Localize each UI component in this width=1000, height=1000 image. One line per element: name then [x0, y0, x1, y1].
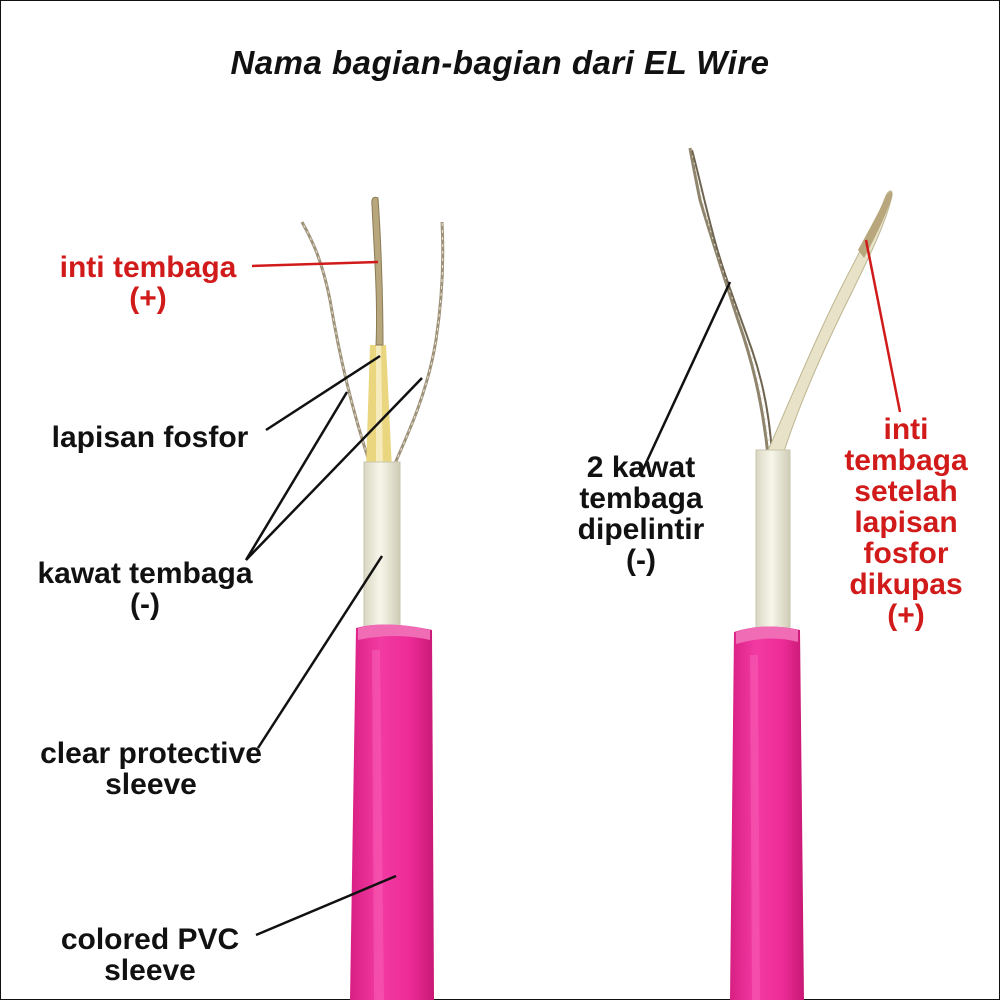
leader-lines [244, 239, 902, 937]
left-copper-wire-b-highlight [391, 221, 444, 471]
right-clear-sleeve [755, 449, 791, 631]
left-wire [300, 196, 445, 1000]
leader-kawat-tembaga-a [244, 391, 349, 561]
right-wire [688, 147, 893, 1000]
label-clear-protective-sleeve: clear protective sleeve [40, 737, 262, 801]
label-kawat-tembaga: kawat tembaga (-) [37, 557, 253, 621]
right-pvc-sleeve [730, 626, 804, 1000]
diagram-title: Nama bagian-bagian dari EL Wire [230, 44, 770, 81]
leader-kawat-tembaga-b [245, 377, 423, 561]
right-bare-core [765, 190, 893, 459]
right-twisted-wire-a [688, 147, 770, 456]
label-colored-pvc-sleeve: colored PVC sleeve [60, 923, 240, 987]
leader-lapisan-fosfor [265, 354, 381, 432]
left-copper-wire-b [390, 221, 445, 471]
leader-inti-dikupas [864, 239, 902, 413]
label-lapisan-fosfor: lapisan fosfor [51, 421, 249, 454]
leader-clear-sleeve [256, 555, 384, 749]
left-clear-sleeve [363, 461, 401, 633]
right-twisted-wire-b [691, 149, 773, 456]
leader-pvc-sleeve [255, 874, 397, 937]
left-pvc-sleeve [350, 624, 434, 1000]
label-inti-tembaga: inti tembaga (+) [59, 251, 237, 315]
label-inti-dikupas: inti tembaga setelah lapisan fosfor diku… [844, 413, 968, 632]
label-kawat-dipelintir: 2 kawat tembaga dipelintir (-) [577, 451, 705, 577]
leader-inti-tembaga [251, 260, 379, 268]
left-copper-core [371, 196, 384, 346]
left-copper-wire-a [300, 221, 374, 471]
leader-kawat-dipelintir [638, 281, 732, 477]
left-copper-wire-a-highlight [301, 221, 373, 471]
